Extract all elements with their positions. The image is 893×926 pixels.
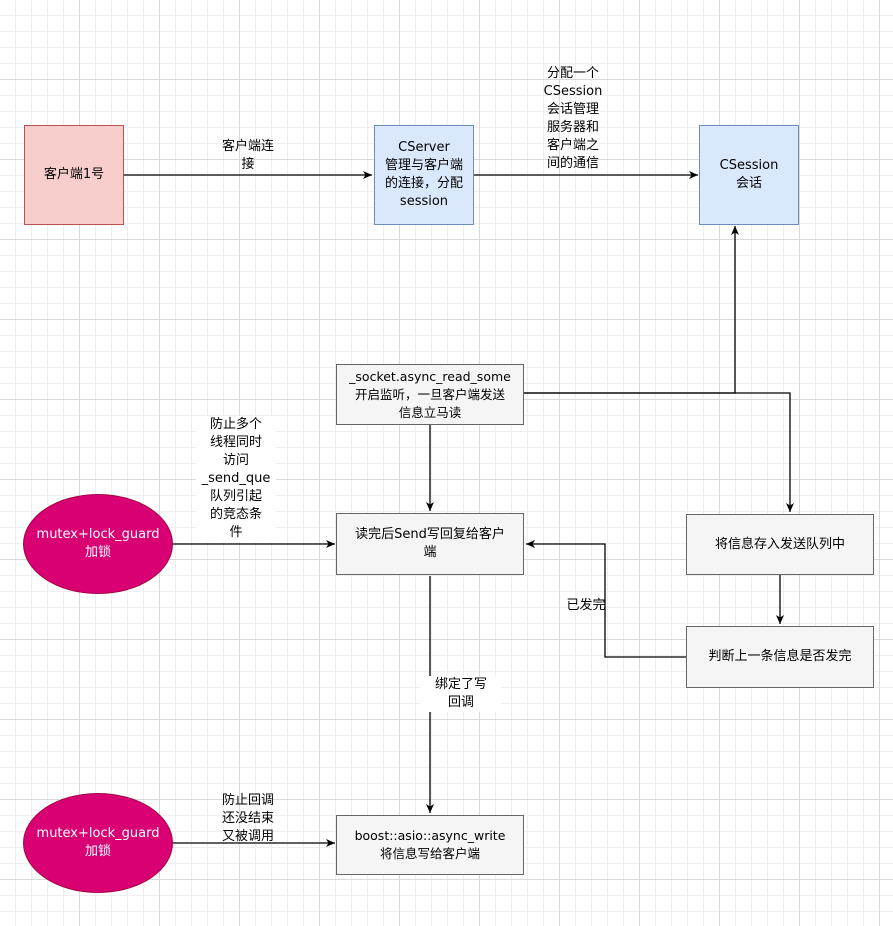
label-bind-write-callback: 绑定了写 回调 [421,676,501,712]
label-prevent-race: 防止多个 线程同时 访问 _send_que 队列引起 的竞态条 件 [196,416,276,542]
mutex-top-ellipse[interactable]: mutex+lock_guard 加锁 [23,494,173,594]
label-assign-session: 分配一个 CSession 会话管理 服务器和 客户端之 间的通信 [543,66,603,171]
async-read-node[interactable]: _socket.async_read_some 开启监听，一旦客户端发送 信息立… [336,364,524,425]
label-prevent-callback: 防止回调 还没结束 又被调用 [221,793,274,844]
edge-read-to-csession [524,226,739,394]
csession-node[interactable]: CSession 会话 [699,125,799,225]
client1-node[interactable]: 客户端1号 [24,125,124,225]
label-sent-done: 已发完 [566,598,606,613]
check-sent-node[interactable]: 判断上一条信息是否发完 [686,626,874,688]
enqueue-node[interactable]: 将信息存入发送队列中 [686,514,874,575]
edge-read-to-enqueue [524,392,794,512]
cserver-node[interactable]: CServer 管理与客户端 的连接，分配 session [374,125,474,225]
edge-check-to-send [526,540,686,658]
async-write-node[interactable]: boost::asio::async_write 将信息写给客户端 [336,815,524,875]
mutex-bottom-ellipse[interactable]: mutex+lock_guard 加锁 [23,793,173,893]
label-client-connect: 客户端连 接 [221,139,274,172]
read-send-node[interactable]: 读完后Send写回复给客户 端 [336,513,524,575]
